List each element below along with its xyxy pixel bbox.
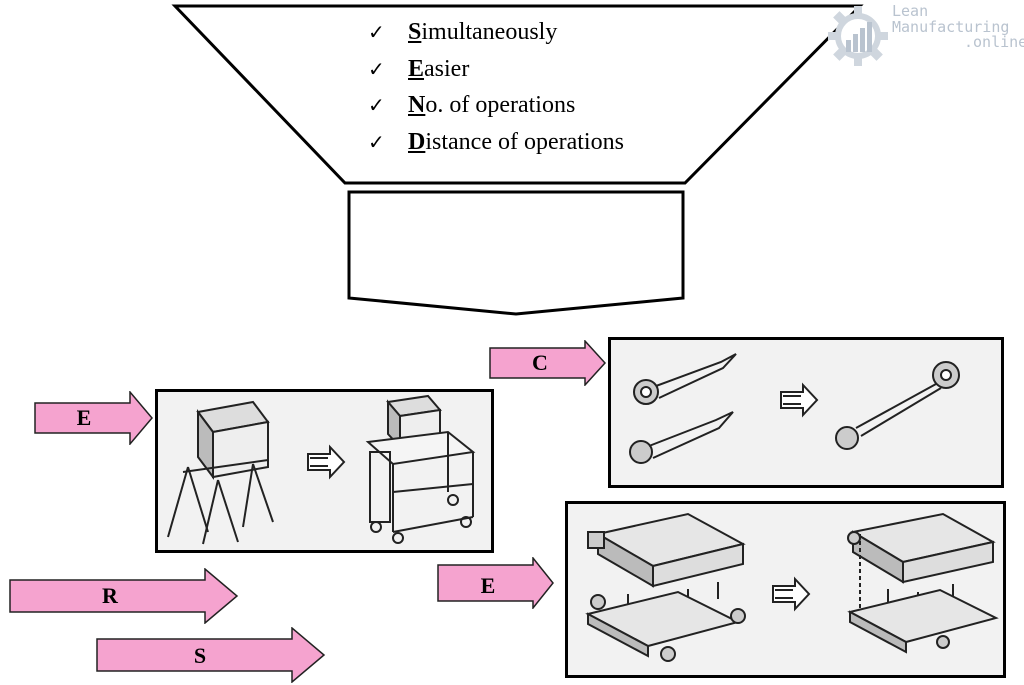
brand-logo-text: Lean Manufacturing .online bbox=[892, 2, 1024, 51]
two-separate-wrenches-icon bbox=[629, 353, 737, 464]
funnel-shape bbox=[171, 4, 864, 316]
panel-table-improvement bbox=[155, 389, 494, 553]
checklist-item-easier: ✓Easier bbox=[368, 51, 624, 88]
arrow-e-left bbox=[34, 391, 153, 445]
checklist-item-no-of-operations: ✓No. of operations bbox=[368, 87, 624, 124]
integrated-fixture-icon bbox=[847, 512, 999, 654]
arrow-r bbox=[9, 568, 239, 624]
arrow-label-r: R bbox=[102, 583, 118, 608]
checkmark-icon: ✓ bbox=[368, 129, 385, 154]
funnel-output-box bbox=[347, 190, 685, 316]
box-on-wheeled-cart-icon bbox=[365, 394, 476, 544]
checklist-item-simultaneously: ✓Simultaneously bbox=[368, 14, 624, 51]
box-on-trestle-icon bbox=[167, 400, 274, 545]
arrow-label-c: C bbox=[532, 350, 548, 375]
arrow-e-right bbox=[437, 557, 554, 609]
panel-wrench-improvement bbox=[608, 337, 1004, 488]
fixture-integration-illustration bbox=[585, 512, 999, 662]
checklist-item-distance-of-operations: ✓Distance of operations bbox=[368, 124, 624, 161]
arrow-label-e-left: E bbox=[76, 405, 92, 430]
transition-arrow-icon bbox=[780, 382, 819, 418]
checkmark-icon: ✓ bbox=[368, 20, 385, 44]
checkmark-icon: ✓ bbox=[368, 56, 385, 81]
transition-arrow-icon bbox=[772, 576, 811, 612]
arrow-s bbox=[96, 627, 326, 683]
gear-chart-logo-icon bbox=[828, 6, 888, 66]
arrow-c bbox=[489, 340, 607, 386]
combined-double-ended-wrench-icon bbox=[835, 361, 960, 450]
arrow-label-s: S bbox=[193, 643, 207, 668]
wrench-combination-illustration bbox=[629, 353, 960, 464]
checkmark-icon: ✓ bbox=[368, 93, 385, 117]
funnel-checklist: ✓Simultaneously ✓Easier ✓No. of operatio… bbox=[368, 14, 624, 160]
trestle-to-cart-illustration bbox=[167, 394, 476, 545]
panel-fixture-improvement bbox=[565, 501, 1006, 678]
transition-arrow-icon bbox=[307, 444, 346, 480]
separate-fixture-plates-icon bbox=[585, 512, 746, 662]
arrow-label-e-right: E bbox=[480, 573, 496, 598]
